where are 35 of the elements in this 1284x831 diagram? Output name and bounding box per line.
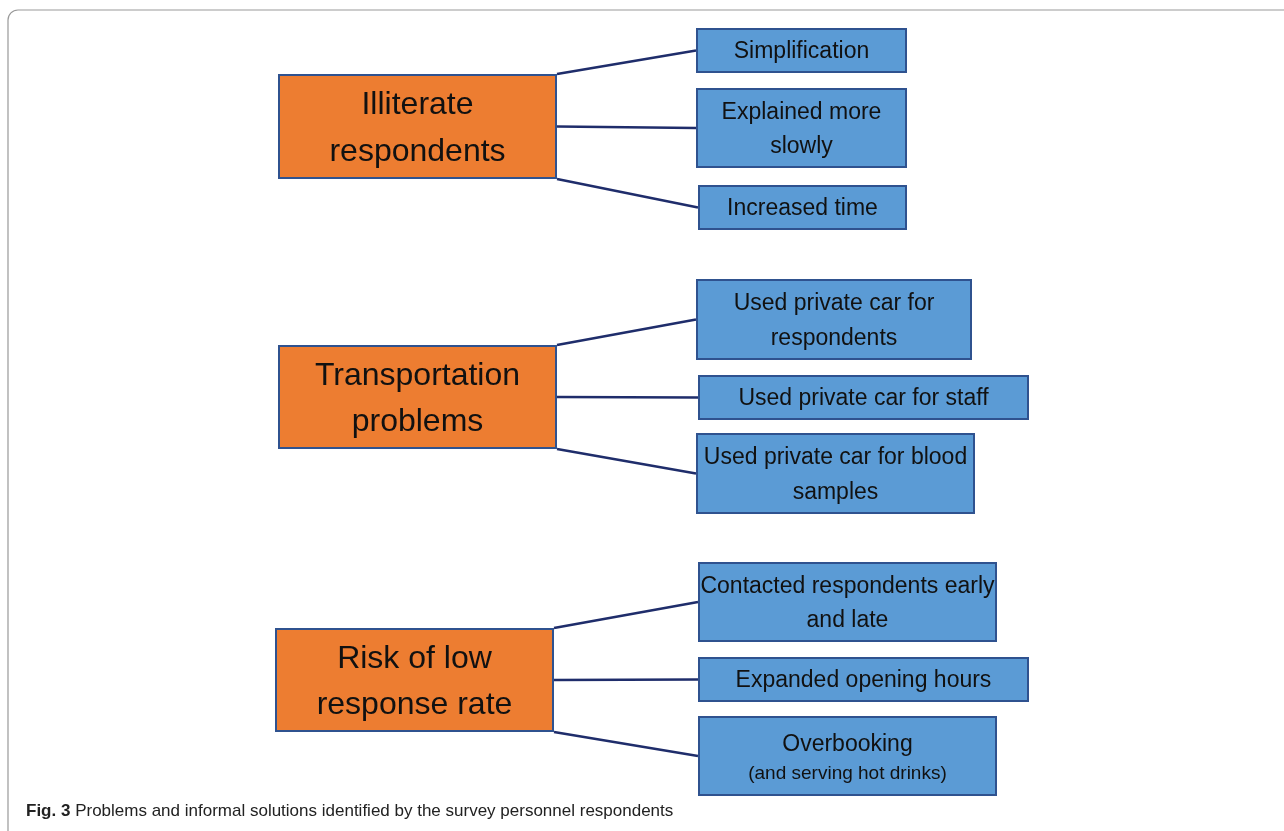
box-text: Used private car for staff [738, 383, 989, 413]
problem-box [278, 74, 557, 179]
box-text: Used private car for respondents [732, 288, 936, 352]
connector-line [557, 125, 696, 130]
solution-box [696, 433, 975, 514]
solution-box [698, 562, 997, 642]
solution-box [698, 185, 907, 230]
box-text: Risk of low response rate [315, 637, 514, 723]
connector-line [553, 600, 699, 630]
box-subtext: (and serving hot drinks) [748, 760, 947, 785]
solution-box [696, 28, 907, 73]
box-text: Transportation problems [313, 354, 522, 440]
box-text: Simplification [733, 36, 870, 66]
connector-line [556, 177, 699, 209]
solution-box [696, 279, 972, 360]
connector-line [556, 447, 697, 475]
box-text: Expanded opening hours [735, 665, 992, 695]
connector-line [556, 318, 697, 347]
solution-box [698, 657, 1029, 702]
problem-box [278, 345, 557, 449]
connector-line [554, 678, 698, 682]
box-text: Increased time [727, 193, 878, 223]
box-text: Contacted respondents early and late [700, 570, 995, 634]
solution-box [698, 716, 997, 796]
solution-box [698, 375, 1029, 420]
connector-line [553, 730, 699, 758]
box-text: Used private car for blood samples [702, 442, 969, 506]
box-text: Explained more slowly [720, 96, 883, 160]
connector-line [557, 395, 698, 399]
box-text: Illiterate respondents [328, 84, 507, 170]
solution-box [696, 88, 907, 168]
figure-caption: Fig. 3 Problems and informal solutions identified by the survey personnel respondents [26, 801, 674, 821]
connector-line [556, 49, 697, 76]
problem-box [275, 628, 554, 732]
box-text: Overbooking [782, 729, 913, 759]
